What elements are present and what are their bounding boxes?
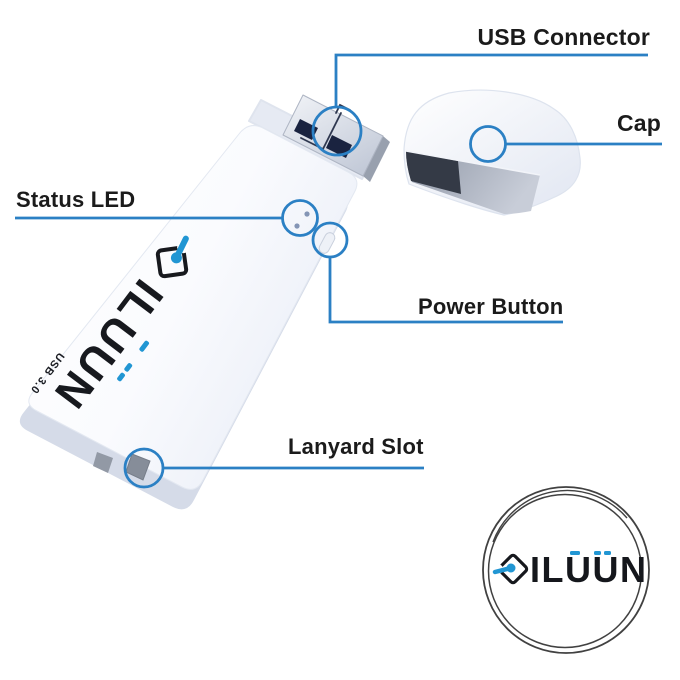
- usb-connector-highlight-circle: [311, 105, 363, 157]
- lanyard-slot-hole: [93, 452, 151, 481]
- iluun-shield-icon: [492, 553, 529, 585]
- drive-top-face: [28, 125, 358, 490]
- usb-connector-side: [363, 136, 390, 182]
- brand-badge: ILUUN: [482, 486, 650, 654]
- badge-umlaut-dashes: [570, 551, 611, 555]
- callout-graphics: [15, 53, 662, 489]
- usb-connector-leader-line: [334, 53, 648, 107]
- status-led-dots: [294, 211, 310, 229]
- status-led-label: Status LED: [16, 187, 136, 212]
- cap-illustration: [403, 89, 581, 216]
- iluun-shield-icon: [155, 235, 190, 279]
- badge-sketch-arc: [492, 489, 628, 543]
- status-led-highlight-circle: [281, 199, 319, 237]
- power-button-highlight-circle: [311, 221, 349, 259]
- badge-outer-circle: [482, 486, 650, 654]
- lanyard-slot-highlight-circle: [123, 447, 165, 489]
- usb-connector-metal: [277, 94, 390, 182]
- cap-label: Cap: [616, 110, 661, 136]
- cap-opening-shadow: [406, 151, 461, 194]
- usb-connector-label: USB Connector: [477, 24, 650, 50]
- cap-rim-edge: [405, 150, 541, 176]
- badge-logo-text: ILUUN: [530, 549, 648, 590]
- badge-logo: ILUUN: [492, 549, 648, 590]
- badge-inner-circle: [487, 493, 643, 649]
- power-button-nub: [318, 232, 336, 254]
- cap-highlight-circle: [469, 125, 507, 163]
- lanyard-slot-label: Lanyard Slot: [288, 434, 424, 459]
- power-button-label: Power Button: [418, 294, 564, 319]
- logo-umlaut-dashes: [117, 340, 150, 382]
- power-button-leader-line: [328, 257, 563, 324]
